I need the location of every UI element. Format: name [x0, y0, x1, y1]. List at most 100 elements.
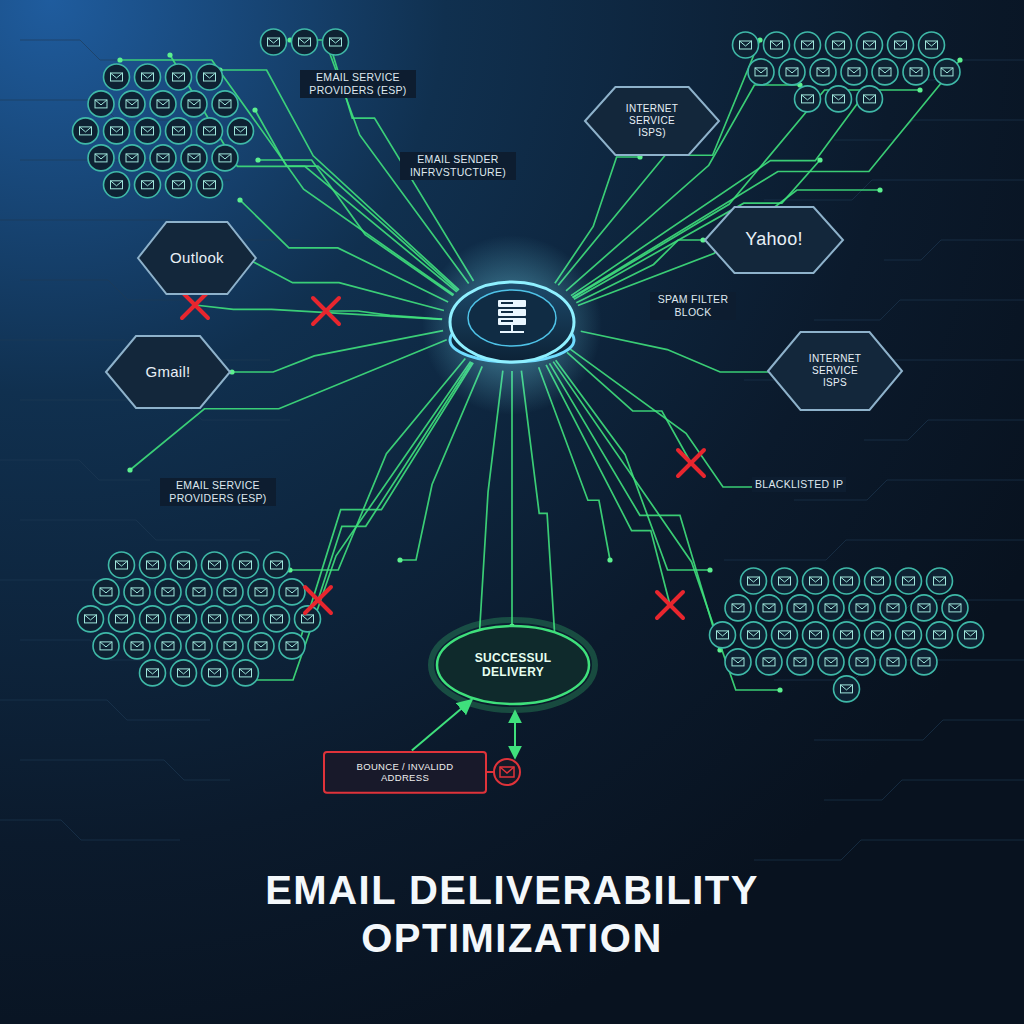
- envelope-node: [197, 172, 223, 198]
- ellipse-shape: [437, 626, 589, 704]
- envelope-node: [725, 595, 751, 621]
- signal-line: [549, 363, 720, 650]
- line-dot: [117, 57, 122, 62]
- envelope-flap: [193, 642, 205, 647]
- envelope-flap: [763, 604, 775, 609]
- envelope-flap: [100, 588, 112, 593]
- envelope-flap: [157, 100, 169, 105]
- envelope-flap: [240, 615, 252, 620]
- envelope-circle: [150, 91, 176, 117]
- rect-shape: [324, 752, 486, 793]
- envelope-icon: [802, 41, 814, 49]
- envelope-circle: [186, 633, 212, 659]
- envelope-node: [934, 59, 960, 85]
- envelope-circle: [896, 622, 922, 648]
- hexagon-shape: [705, 207, 843, 273]
- signal-line: [255, 110, 458, 291]
- envelope-icon: [224, 588, 236, 596]
- envelope-circle: [865, 568, 891, 594]
- flow-arrow: [412, 700, 472, 751]
- envelope-flap: [162, 642, 174, 647]
- envelope-circle: [795, 32, 821, 58]
- envelope-flap: [717, 631, 729, 636]
- envelope-icon: [204, 127, 216, 135]
- envelope-icon: [111, 127, 123, 135]
- envelope-icon: [178, 561, 190, 569]
- envelope-flap: [302, 615, 314, 620]
- node-label: SUCCESSUL DELIVERY: [465, 651, 561, 680]
- node-label: BOUNCE / INVALIDD ADDRESS: [335, 761, 475, 784]
- envelope-icon: [872, 577, 884, 585]
- envelope-circle: [104, 118, 130, 144]
- envelope-node: [795, 32, 821, 58]
- envelope-icon: [763, 658, 775, 666]
- envelope-icon: [147, 615, 159, 623]
- envelope-node: [135, 64, 161, 90]
- envelope-icon: [219, 100, 231, 108]
- envelope-circle: [166, 118, 192, 144]
- envelope-icon: [240, 669, 252, 677]
- envelope-flap: [178, 669, 190, 674]
- node-label: INTERNET SERVICE ISPS: [800, 353, 870, 389]
- envelope-icon: [188, 100, 200, 108]
- envelope-node: [888, 32, 914, 58]
- envelope-icon: [918, 604, 930, 612]
- envelope-circle: [756, 595, 782, 621]
- line-dot: [607, 557, 612, 562]
- envelope-node: [155, 579, 181, 605]
- envelope-icon: [173, 73, 185, 81]
- envelope-circle: [865, 622, 891, 648]
- line-dot: [877, 187, 882, 192]
- envelope-icon: [162, 588, 174, 596]
- envelope-node: [748, 59, 774, 85]
- circuit-trace: [834, 120, 1024, 140]
- envelope-circle: [733, 32, 759, 58]
- envelope-icon: [740, 41, 752, 49]
- envelope-circle: [197, 172, 223, 198]
- envelope-circle: [880, 649, 906, 675]
- envelope-flap: [116, 615, 128, 620]
- envelope-flap: [500, 767, 514, 773]
- envelope-icon: [879, 68, 891, 76]
- envelope-node: [197, 118, 223, 144]
- envelope-icon: [142, 127, 154, 135]
- envelope-node: [73, 118, 99, 144]
- envelope-circle: [810, 59, 836, 85]
- provider-hexagon: INTERNET SERVICE ISPS: [766, 330, 904, 412]
- envelope-flap: [240, 561, 252, 566]
- envelope-circle: [494, 759, 520, 785]
- envelope-icon: [111, 181, 123, 189]
- envelope-flap: [219, 154, 231, 159]
- envelope-node: [124, 633, 150, 659]
- envelope-circle: [202, 660, 228, 686]
- envelope-flap: [887, 604, 899, 609]
- envelope-icon: [240, 615, 252, 623]
- envelope-flap: [817, 68, 829, 73]
- envelope-node: [826, 32, 852, 58]
- line-dot: [707, 567, 712, 572]
- envelope-node: [186, 579, 212, 605]
- envelope-flap: [286, 588, 298, 593]
- provider-hexagon: INTERNET SERVICE ISPS): [583, 85, 721, 157]
- envelope-flap: [255, 642, 267, 647]
- envelope-circle: [135, 118, 161, 144]
- envelope-node: [710, 622, 736, 648]
- envelope-flap: [209, 561, 221, 566]
- envelope-circle: [150, 145, 176, 171]
- envelope-circle: [261, 29, 287, 55]
- envelope-node: [135, 172, 161, 198]
- envelope-node: [264, 552, 290, 578]
- envelope-icon: [926, 41, 938, 49]
- signal-line: [300, 363, 473, 640]
- envelope-node: [741, 622, 767, 648]
- envelope-flap: [142, 73, 154, 78]
- envelope-flap: [147, 615, 159, 620]
- envelope-node: [197, 64, 223, 90]
- circuit-trace: [824, 780, 1024, 800]
- signal-line: [553, 362, 780, 690]
- envelope-flap: [95, 100, 107, 105]
- envelope-node: [279, 579, 305, 605]
- envelope-circle: [919, 32, 945, 58]
- envelope-flap: [779, 631, 791, 636]
- envelope-circle: [834, 568, 860, 594]
